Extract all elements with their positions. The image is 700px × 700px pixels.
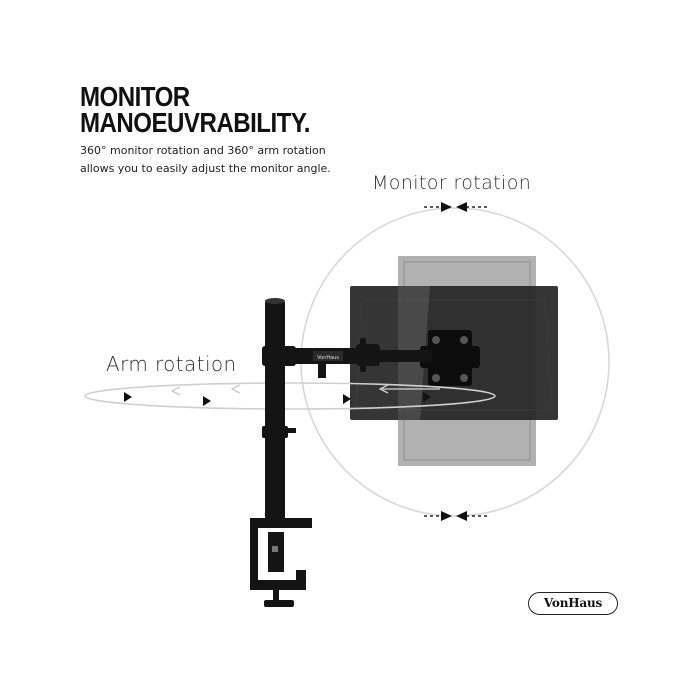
mount-pole: [262, 298, 296, 528]
description-line-2: allows you to easily adjust the monitor …: [80, 162, 331, 175]
feature-description: 360° monitor rotation and 360° arm rotat…: [80, 142, 331, 178]
description-line-1: 360° monitor rotation and 360° arm rotat…: [80, 144, 326, 157]
desk-clamp: [250, 518, 312, 607]
arm-rotation-label: Arm rotation: [106, 352, 237, 376]
monitor-rotation-arrows-bottom: [424, 511, 488, 521]
monitor-rotation-arrows-top: [424, 202, 488, 212]
arm-rotation-arrows: [124, 392, 431, 406]
arm-rotation-arrows-faint: [170, 384, 389, 396]
monitor-rotation-label: Monitor rotation: [372, 172, 532, 194]
page-title: MONITOR MANOEUVRABILITY.: [80, 81, 310, 138]
title-line-2: MANOEUVRABILITY.: [80, 107, 310, 138]
arm-rotation-ellipse: [84, 382, 496, 410]
arm-brand-badge: VonHaus: [317, 355, 339, 361]
vonhaus-logo: VonHaus: [528, 592, 618, 615]
vesa-mount-plate: [420, 330, 480, 386]
title-line-1: MONITOR: [80, 81, 190, 112]
